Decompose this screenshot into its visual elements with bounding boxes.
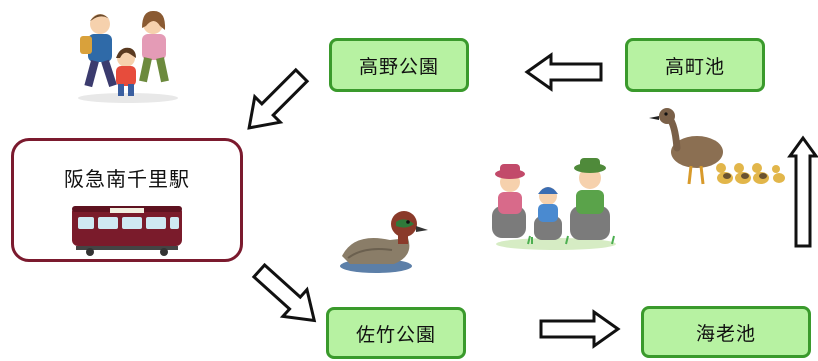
arrow-left-icon [524,52,603,92]
picnic-group-illustration [492,158,616,250]
station-node[interactable]: 阪急南千里駅 [11,138,243,262]
takamachi-pond-node[interactable]: 高町池 [625,38,765,92]
arrow-right-icon [539,309,621,349]
family-walking-illustration [78,10,178,103]
ebi-pond-node[interactable]: 海老池 [641,306,811,358]
takamachi-pond-label: 高町池 [664,55,725,78]
takano-park-label: 高野公園 [358,55,439,78]
sata-park-label: 佐竹公園 [355,323,436,346]
arrow-up-icon [787,135,818,248]
hankyu-train-icon [72,206,182,256]
station-label: 阪急南千里駅 [64,167,190,191]
takano-park-node[interactable]: 高野公園 [329,38,469,92]
sata-park-node[interactable]: 佐竹公園 [326,307,466,359]
teal-duck-illustration [340,211,428,273]
arrow-down-left-icon [247,67,310,130]
duck-family-illustration [649,108,785,185]
arrow-down-right-icon [251,262,317,323]
ebi-pond-label: 海老池 [695,322,756,345]
